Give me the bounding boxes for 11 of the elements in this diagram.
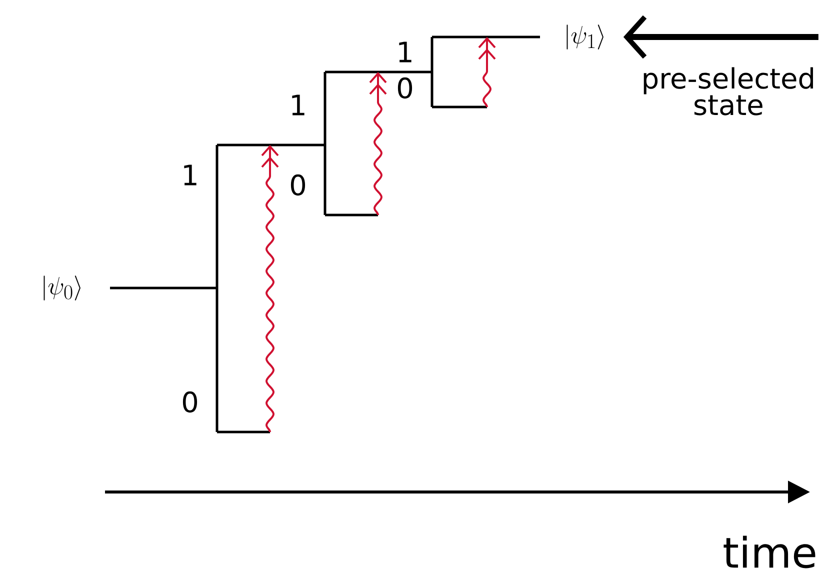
branch-label: 0 — [398, 77, 412, 99]
branch-label: 1 — [184, 164, 196, 186]
branch-label: 1 — [399, 42, 412, 62]
branch-label: 1 — [292, 94, 304, 116]
arrow — [623, 15, 818, 59]
state-label: $|\psi_1\rangle$ — [566, 24, 604, 50]
axis-label: time — [724, 536, 816, 568]
edge-label: pre-selected state — [626, 65, 830, 118]
branch-label: 0 — [290, 174, 306, 196]
branch-label: 0 — [182, 391, 198, 413]
state-label: $|\psi_0\rangle$ — [44, 276, 80, 300]
